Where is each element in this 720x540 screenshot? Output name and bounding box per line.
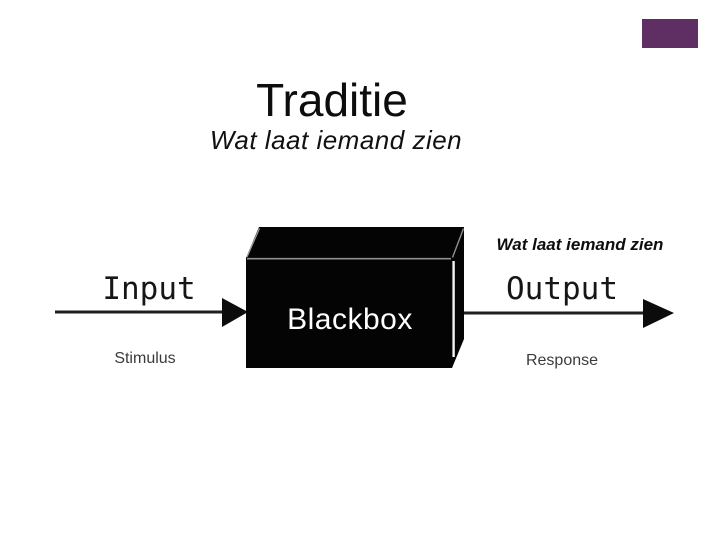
- diagram-annotation: Wat laat iemand zien: [496, 235, 664, 254]
- accent-rectangle: [642, 19, 698, 48]
- slide-title: Traditie: [256, 74, 408, 126]
- input-label: Input: [102, 271, 196, 307]
- blackbox-3d-shape: [246, 227, 464, 368]
- stimulus-label: Stimulus: [114, 350, 176, 367]
- slide-subtitle: Wat laat iemand zien: [209, 125, 463, 155]
- input-arrowhead-icon: [222, 298, 248, 327]
- box-left-slant-edge: [246, 228, 261, 258]
- output-arrowhead-icon: [643, 299, 674, 328]
- box-right-slant-edge: [451, 228, 465, 258]
- output-label: Output: [506, 271, 618, 307]
- response-label: Response: [525, 352, 599, 369]
- blackbox-label: Blackbox: [287, 303, 413, 336]
